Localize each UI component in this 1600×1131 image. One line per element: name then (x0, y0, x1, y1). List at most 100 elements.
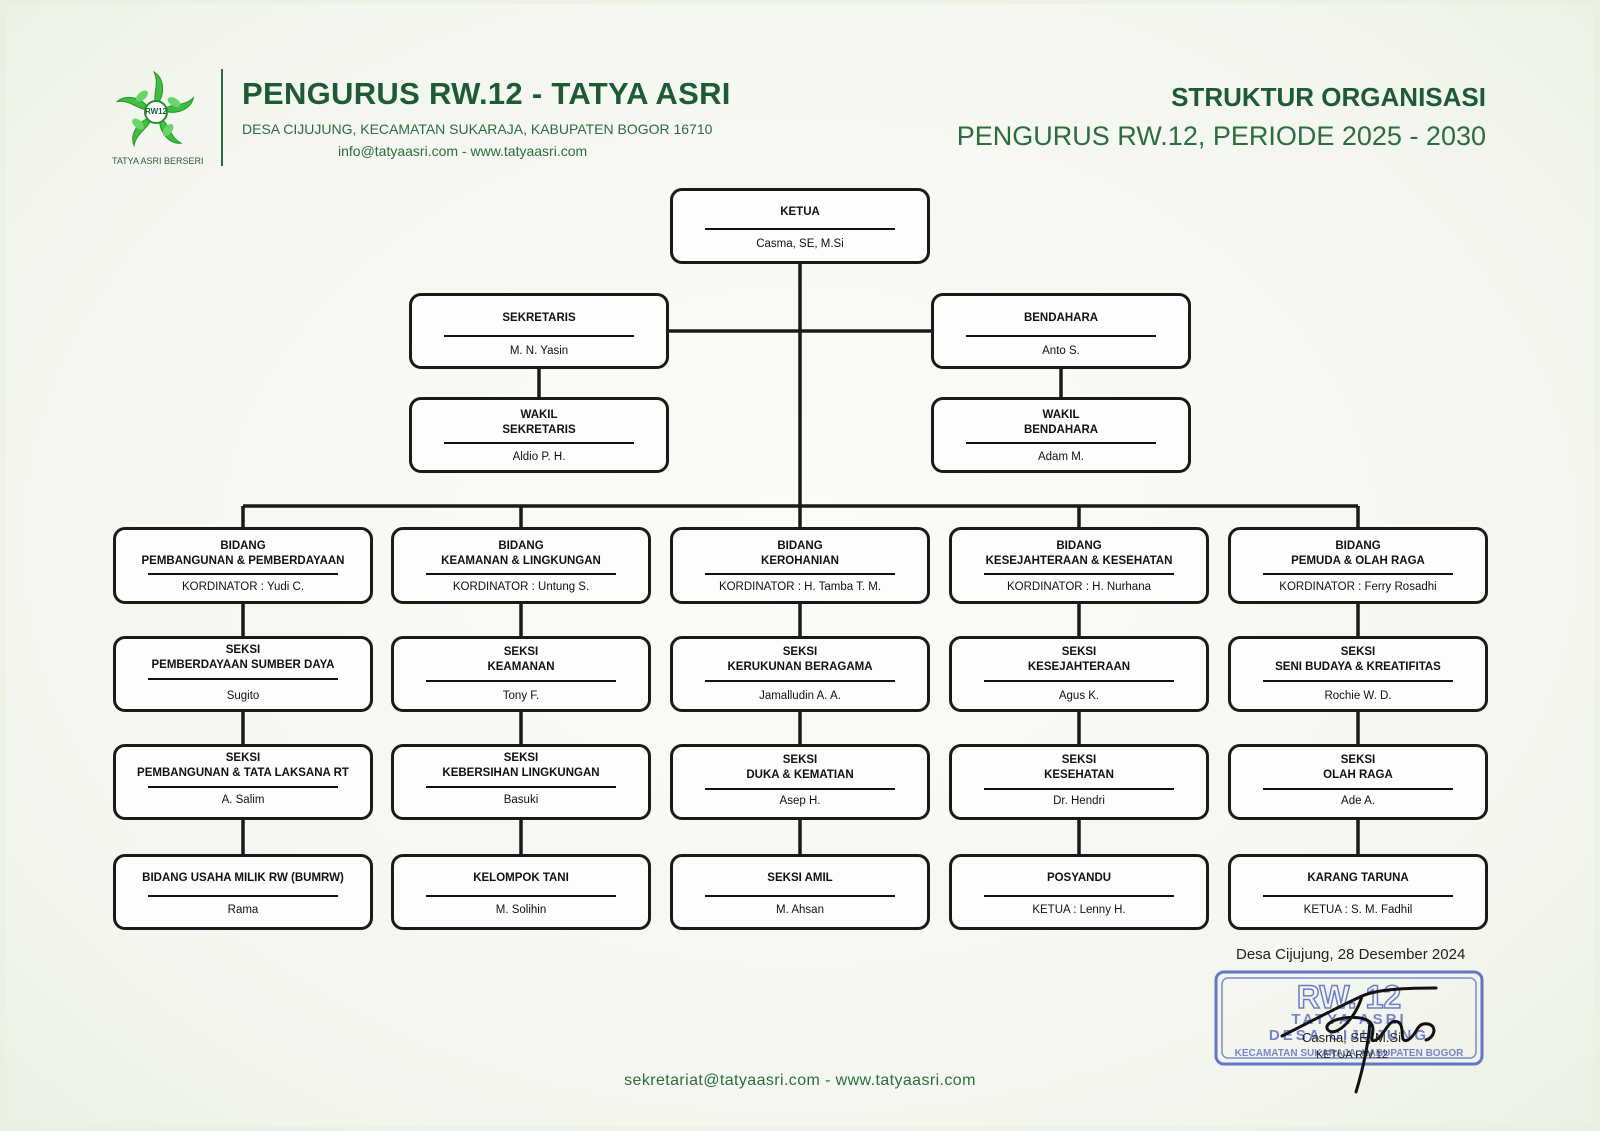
stamp-text: KECAMATAN SUKARAJA, KABUPATEN BOGOR (1235, 1048, 1464, 1059)
node-name: KORDINATOR : Ferry Rosadhi (1279, 581, 1437, 593)
node-title: SEKRETARIS (502, 312, 576, 324)
node-seksi-kesejahteraan: SEKSI KESEJAHTERAAN Agus K. (949, 636, 1209, 712)
node-title: WAKIL BENDAHARA (1023, 409, 1099, 436)
node-title: SEKSI OLAH RAGA (1323, 754, 1393, 781)
node-bidang-keamanan: BIDANG KEAMANAN & LINGKUNGAN KORDINATOR … (391, 527, 651, 604)
node-divider (148, 786, 338, 788)
stamp-text: RW. 12 (1297, 979, 1401, 1015)
node-ketua: KETUA Casma, SE, M.Si (670, 188, 930, 264)
node-title: SEKSI DUKA & KEMATIAN (746, 754, 854, 781)
node-title: KETUA (780, 206, 820, 218)
node-divider (1263, 895, 1453, 897)
node-title: BIDANG KESEJAHTERAAN & KESEHATAN (985, 540, 1173, 567)
node-divider (1263, 788, 1453, 790)
node-name: M. N. Yasin (509, 345, 569, 357)
org-contact: info@tatyaasri.com - www.tatyaasri.com (338, 143, 588, 159)
node-title: WAKIL SEKRETARIS (502, 409, 576, 436)
node-name: Rochie W. D. (1324, 690, 1392, 702)
node-name: Aldio P. H. (512, 451, 566, 463)
node-divider (426, 573, 616, 575)
org-title: PENGURUS RW.12 - TATYA ASRI (242, 76, 731, 111)
node-name: KORDINATOR : H. Nurhana (1006, 581, 1151, 593)
node-divider (705, 228, 895, 230)
node-name: Rama (227, 904, 259, 916)
node-divider (444, 335, 634, 337)
node-wakil-bendahara: WAKIL BENDAHARA Adam M. (931, 397, 1191, 473)
node-seksi-keamanan: SEKSI KEAMANAN Tony F. (391, 636, 651, 712)
node-name: KORDINATOR : Untung S. (452, 581, 590, 593)
node-title: SEKSI KEAMANAN (487, 646, 555, 673)
column-lines (241, 506, 1360, 854)
node-divider (148, 573, 338, 575)
node-title: SEKSI PEMBANGUNAN & TATA LAKSANA RT (137, 752, 349, 779)
node-name: KORDINATOR : Yudi C. (181, 581, 305, 593)
stamp-text: TATYA ASRI (1291, 1011, 1406, 1028)
node-title: BENDAHARA (1023, 312, 1099, 324)
node-divider (705, 788, 895, 790)
node-bidang-kerohanian: BIDANG KEROHANIAN KORDINATOR : H. Tamba … (670, 527, 930, 604)
logo-caption: TATYA ASRI BERSERI (112, 156, 204, 166)
node-divider (1263, 573, 1453, 575)
node-divider (705, 573, 895, 575)
node-title: BIDANG KEROHANIAN (761, 540, 839, 567)
node-title: SEKSI AMIL (767, 872, 833, 884)
node-seksi-kesehatan: SEKSI KESEHATAN Dr. Hendri (949, 744, 1209, 820)
node-seksi-kerukunan: SEKSI KERUKUNAN BERAGAMA Jamalludin A. A… (670, 636, 930, 712)
node-karang-taruna: KARANG TARUNA KETUA : S. M. Fadhil (1228, 854, 1488, 930)
node-name: Basuki (503, 794, 539, 806)
node-name: Tony F. (502, 690, 540, 702)
node-divider (426, 895, 616, 897)
node-divider (1263, 680, 1453, 682)
node-seksi-duka: SEKSI DUKA & KEMATIAN Asep H. (670, 744, 930, 820)
node-name: Asep H. (779, 795, 821, 807)
doc-subtitle: PENGURUS RW.12, PERIODE 2025 - 2030 (956, 121, 1486, 151)
node-title: SEKSI KERUKUNAN BERAGAMA (727, 646, 873, 673)
node-name: M. Solihin (495, 904, 547, 916)
node-seksi-kebersihan: SEKSI KEBERSIHAN LINGKUNGAN Basuki (391, 744, 651, 820)
node-divider (984, 573, 1174, 575)
doc-title: STRUKTUR ORGANISASI (1171, 82, 1486, 112)
node-name: Anto S. (1042, 345, 1080, 357)
signature-date: Desa Cijujung, 28 Desember 2024 (1236, 946, 1466, 963)
signer-role: KETUA RW.12 (1316, 1049, 1388, 1061)
node-bidang-kesejahteraan: BIDANG KESEJAHTERAAN & KESEHATAN KORDINA… (949, 527, 1209, 604)
logo-badge: RW12 (144, 107, 168, 116)
node-name: A. Salim (221, 794, 265, 806)
node-divider (426, 786, 616, 788)
node-title: BIDANG PEMBANGUNAN & PEMBERDAYAAN (141, 540, 345, 567)
node-name: Agus K. (1058, 690, 1100, 702)
node-name: Ade A. (1341, 795, 1375, 807)
node-wakil-sekretaris: WAKIL SEKRETARIS Aldio P. H. (409, 397, 669, 473)
node-divider (984, 788, 1174, 790)
node-title: BIDANG KEAMANAN & LINGKUNGAN (441, 540, 601, 567)
rw12-logo-icon (115, 70, 195, 148)
node-title: SEKSI SENI BUDAYA & KREATIFITAS (1275, 646, 1441, 673)
node-divider (984, 895, 1174, 897)
node-name: KORDINATOR : H. Tamba T. M. (718, 581, 882, 593)
node-divider (966, 335, 1156, 337)
node-title: KARANG TARUNA (1307, 872, 1409, 884)
node-sekretaris: SEKRETARIS M. N. Yasin (409, 293, 669, 369)
node-name: Adam M. (1037, 451, 1084, 463)
node-divider (148, 895, 338, 897)
signature-scribble-icon (1280, 986, 1438, 1094)
node-divider (444, 442, 634, 444)
node-seksi-tata-laksana: SEKSI PEMBANGUNAN & TATA LAKSANA RT A. S… (113, 744, 373, 820)
footer-contact: sekretariat@tatyaasri.com - www.tatyaasr… (624, 1072, 976, 1089)
node-name: Casma, SE, M.Si (756, 238, 844, 250)
node-name: Sugito (226, 690, 260, 702)
node-title: POSYANDU (1046, 872, 1112, 884)
node-divider (705, 895, 895, 897)
node-name: Jamalludin A. A. (759, 690, 841, 702)
stamp-text: DESA CIJUJUNG (1269, 1027, 1429, 1044)
org-address: DESA CIJUJUNG, KECAMATAN SUKARAJA, KABUP… (242, 121, 713, 137)
node-seksi-olah-raga: SEKSI OLAH RAGA Ade A. (1228, 744, 1488, 820)
node-posyandu: POSYANDU KETUA : Lenny H. (949, 854, 1209, 930)
node-seksi-seni-budaya: SEKSI SENI BUDAYA & KREATIFITAS Rochie W… (1228, 636, 1488, 712)
node-kelompok-tani: KELOMPOK TANI M. Solihin (391, 854, 651, 930)
rw12-stamp-icon: RW. 12 TATYA ASRI DESA CIJUJUNG KECAMATA… (1214, 970, 1484, 1066)
node-name: KETUA : S. M. Fadhil (1303, 904, 1413, 916)
node-title: KELOMPOK TANI (473, 872, 569, 884)
